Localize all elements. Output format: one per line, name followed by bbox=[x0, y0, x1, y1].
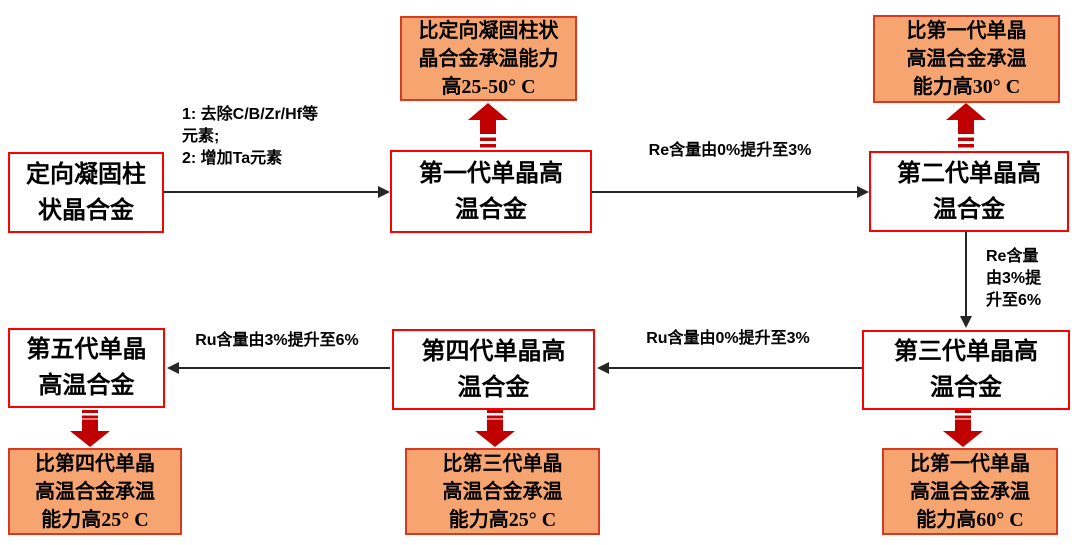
up-block-arrow-icon bbox=[946, 103, 986, 148]
callout-gen2-temperature-gain: 比第一代单晶 高温合金承温 能力高30° C bbox=[873, 15, 1060, 103]
down-block-arrow-icon bbox=[70, 410, 110, 447]
callout-gen1-temperature-gain: 比定向凝固柱状 晶合金承温能力 高25-50° C bbox=[400, 16, 577, 101]
edge-label-gen1-to-gen2: Re含量由0%提升至3% bbox=[648, 142, 812, 159]
node-gen5-single-crystal-superalloy: 第五代单晶 高温合金 bbox=[8, 328, 165, 408]
callout-gen4-temperature-gain: 比第三代单晶 高温合金承温 能力高25° C bbox=[405, 448, 600, 535]
arrow-gen3-to-gen4 bbox=[597, 362, 862, 374]
edge-label-gen3-to-gen4: Ru含量由0%提升至3% bbox=[646, 330, 810, 347]
edge-label-gen4-to-gen5: Ru含量由3%提升至6% bbox=[195, 332, 359, 349]
arrow-gen4-to-gen5 bbox=[167, 362, 390, 374]
arrow-dc-to-gen1 bbox=[164, 186, 390, 198]
arrow-gen2-to-gen3 bbox=[960, 232, 972, 328]
up-block-arrow-icon bbox=[468, 103, 508, 148]
callout-gen3-temperature-gain: 比第一代单晶 高温合金承温 能力高60° C bbox=[882, 448, 1058, 535]
callout-gen5-temperature-gain: 比第四代单晶 高温合金承温 能力高25° C bbox=[8, 448, 182, 535]
edge-label-gen2-to-gen3: Re含量 由3%提 升至6% bbox=[986, 248, 1042, 310]
edge-label-dc-to-gen1: 1: 去除C/B/Zr/Hf等 元素; 2: 增加Ta元素 bbox=[182, 106, 319, 168]
down-block-arrow-icon bbox=[475, 410, 515, 447]
node-gen1-single-crystal-superalloy: 第一代单晶高 温合金 bbox=[390, 150, 592, 233]
down-block-arrow-icon bbox=[943, 410, 983, 447]
node-gen4-single-crystal-superalloy: 第四代单晶高 温合金 bbox=[392, 329, 595, 410]
node-gen3-single-crystal-superalloy: 第三代单晶高 温合金 bbox=[862, 330, 1070, 410]
node-gen2-single-crystal-superalloy: 第二代单晶高 温合金 bbox=[869, 151, 1069, 232]
node-directionally-solidified-columnar-alloy: 定向凝固柱 状晶合金 bbox=[8, 152, 164, 233]
arrow-gen1-to-gen2 bbox=[592, 186, 869, 198]
